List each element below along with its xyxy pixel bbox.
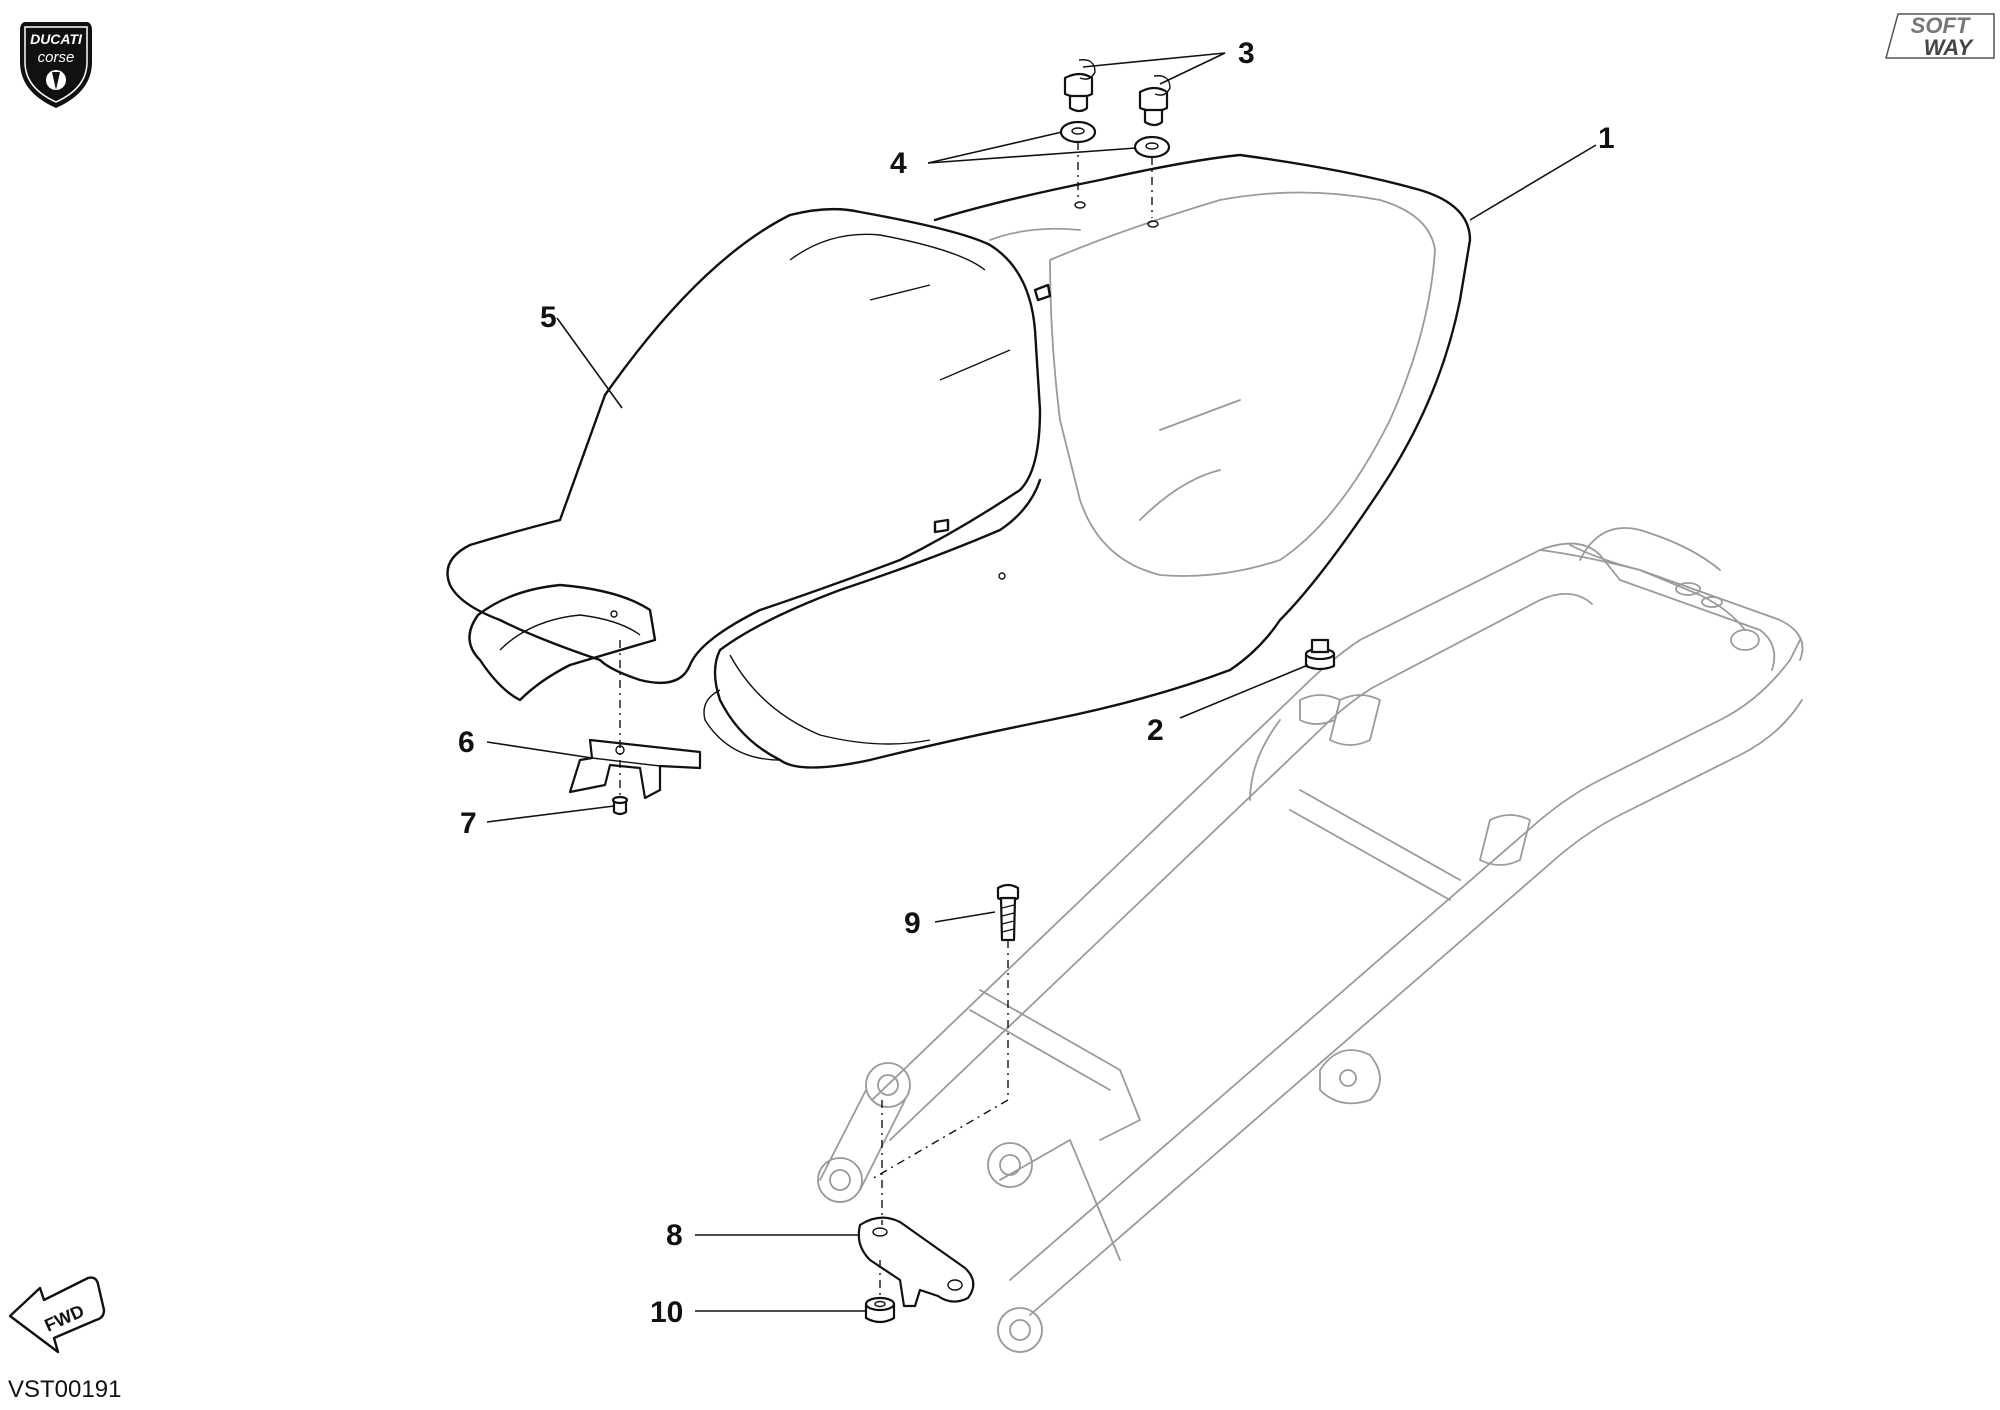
seat-assembly [446, 153, 1472, 769]
callout-7: 7 [460, 807, 477, 840]
part-6-seat-bracket [568, 640, 702, 810]
part-8-plate [857, 1099, 1009, 1308]
callout-numbers: 3 4 1 5 2 6 7 9 8 10 [458, 37, 1615, 1329]
part-10-nut [864, 1260, 896, 1324]
callout-10: 10 [650, 1296, 683, 1329]
part-7-screw [611, 795, 629, 816]
callout-4: 4 [890, 147, 907, 180]
ducati-corse-logo: DUCATI corse [20, 22, 92, 108]
callout-8: 8 [666, 1219, 683, 1252]
logo-soft-text: SOFT [1911, 13, 1971, 38]
fwd-arrow: FWD [8, 1276, 106, 1354]
rear-subframe [817, 527, 1804, 1353]
callout-9: 9 [904, 907, 921, 940]
leader-lines [486, 52, 1597, 1312]
callout-3: 3 [1238, 37, 1255, 70]
drawing-code: VST00191 [8, 1376, 121, 1403]
softway-logo: SOFT WAY [1885, 13, 1995, 60]
logo-way-text: WAY [1924, 35, 1975, 60]
part-9-bolt [996, 883, 1020, 1100]
logo-ducati-text: DUCATI [30, 31, 83, 47]
callout-6: 6 [458, 726, 475, 759]
part-3-bolts [1063, 59, 1171, 127]
callout-2: 2 [1147, 714, 1164, 747]
part-2-rubber-buffer [1304, 638, 1336, 671]
logo-corse-text: corse [38, 49, 75, 66]
callout-5: 5 [540, 301, 557, 334]
callout-1: 1 [1598, 122, 1615, 155]
